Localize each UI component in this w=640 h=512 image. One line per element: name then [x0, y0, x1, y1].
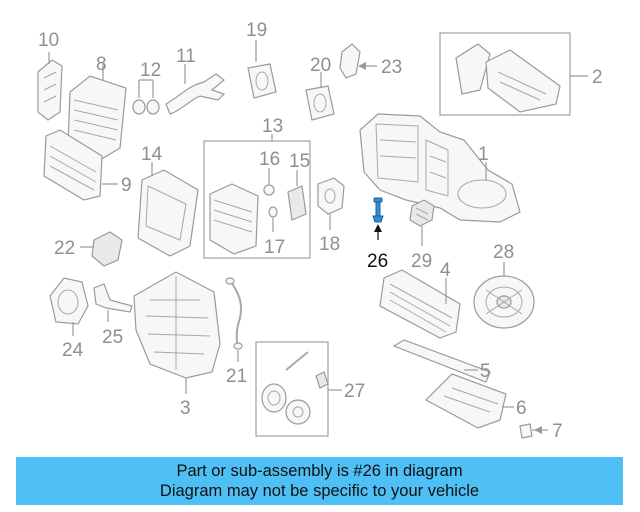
part-28: [473, 275, 535, 329]
part-1: [359, 113, 521, 223]
part-15: [287, 185, 307, 221]
callout-29: 29: [411, 251, 432, 272]
part-10: [37, 59, 63, 121]
callout-27: 27: [344, 381, 365, 402]
part-20: [305, 85, 335, 121]
callout-23: 23: [381, 57, 402, 78]
callout-11: 11: [176, 46, 196, 67]
parts-diagram: 10 8 12 11 19 20 23: [37, 20, 603, 442]
banner-line-1: Part or sub-assembly is #26 in diagram: [176, 462, 463, 480]
callout-24: 24: [62, 340, 84, 361]
part-3: [133, 271, 221, 379]
part-23: [339, 43, 361, 79]
callout-12: 12: [140, 60, 161, 81]
callout-1: 1: [478, 144, 489, 165]
part-14: [137, 169, 199, 257]
callout-17: 17: [264, 237, 285, 258]
callout-18: 18: [319, 234, 340, 255]
part-6: [425, 373, 507, 429]
callout-16: 16: [259, 149, 280, 170]
callout-5: 5: [480, 361, 491, 382]
callout-20: 20: [310, 55, 331, 76]
part-26: [372, 197, 384, 223]
part-18: [317, 177, 345, 215]
callout-28: 28: [493, 242, 514, 263]
part-27: [261, 351, 329, 425]
part-17: [268, 206, 278, 218]
callout-21: 21: [226, 366, 247, 387]
callout-6: 6: [516, 398, 527, 419]
callout-19: 19: [246, 20, 267, 41]
part-16: [263, 184, 275, 196]
callout-2: 2: [592, 67, 603, 88]
callout-13: 13: [262, 116, 283, 137]
callout-22: 22: [54, 238, 75, 259]
part-19: [247, 63, 277, 99]
part-13: [209, 183, 259, 255]
banner-line-2: Diagram may not be specific to your vehi…: [159, 482, 480, 500]
part-9: [43, 129, 103, 201]
part-12: [132, 99, 160, 115]
info-banner: Part or sub-assembly is #26 in diagram D…: [16, 457, 623, 505]
part-22: [91, 231, 123, 267]
callout-9: 9: [121, 175, 132, 196]
callout-15: 15: [289, 151, 310, 172]
part-29: [409, 199, 435, 227]
part-2: [455, 43, 561, 113]
part-24: [49, 277, 89, 325]
part-25: [93, 283, 133, 313]
callout-25: 25: [102, 327, 123, 348]
part-7: [519, 423, 533, 439]
callout-14: 14: [141, 144, 163, 165]
part-21: [225, 277, 243, 350]
callout-7: 7: [552, 421, 563, 442]
callout-4: 4: [440, 260, 451, 281]
callout-8: 8: [96, 54, 107, 75]
part-4: [379, 269, 461, 339]
part-11: [165, 73, 226, 115]
part-2-box: [439, 32, 571, 116]
callout-3: 3: [180, 398, 191, 419]
part-27-box: [255, 341, 329, 437]
part-5: [392, 339, 491, 383]
callout-26: 26: [367, 251, 388, 272]
callout-10: 10: [38, 30, 59, 51]
part-13-box: [203, 140, 311, 259]
